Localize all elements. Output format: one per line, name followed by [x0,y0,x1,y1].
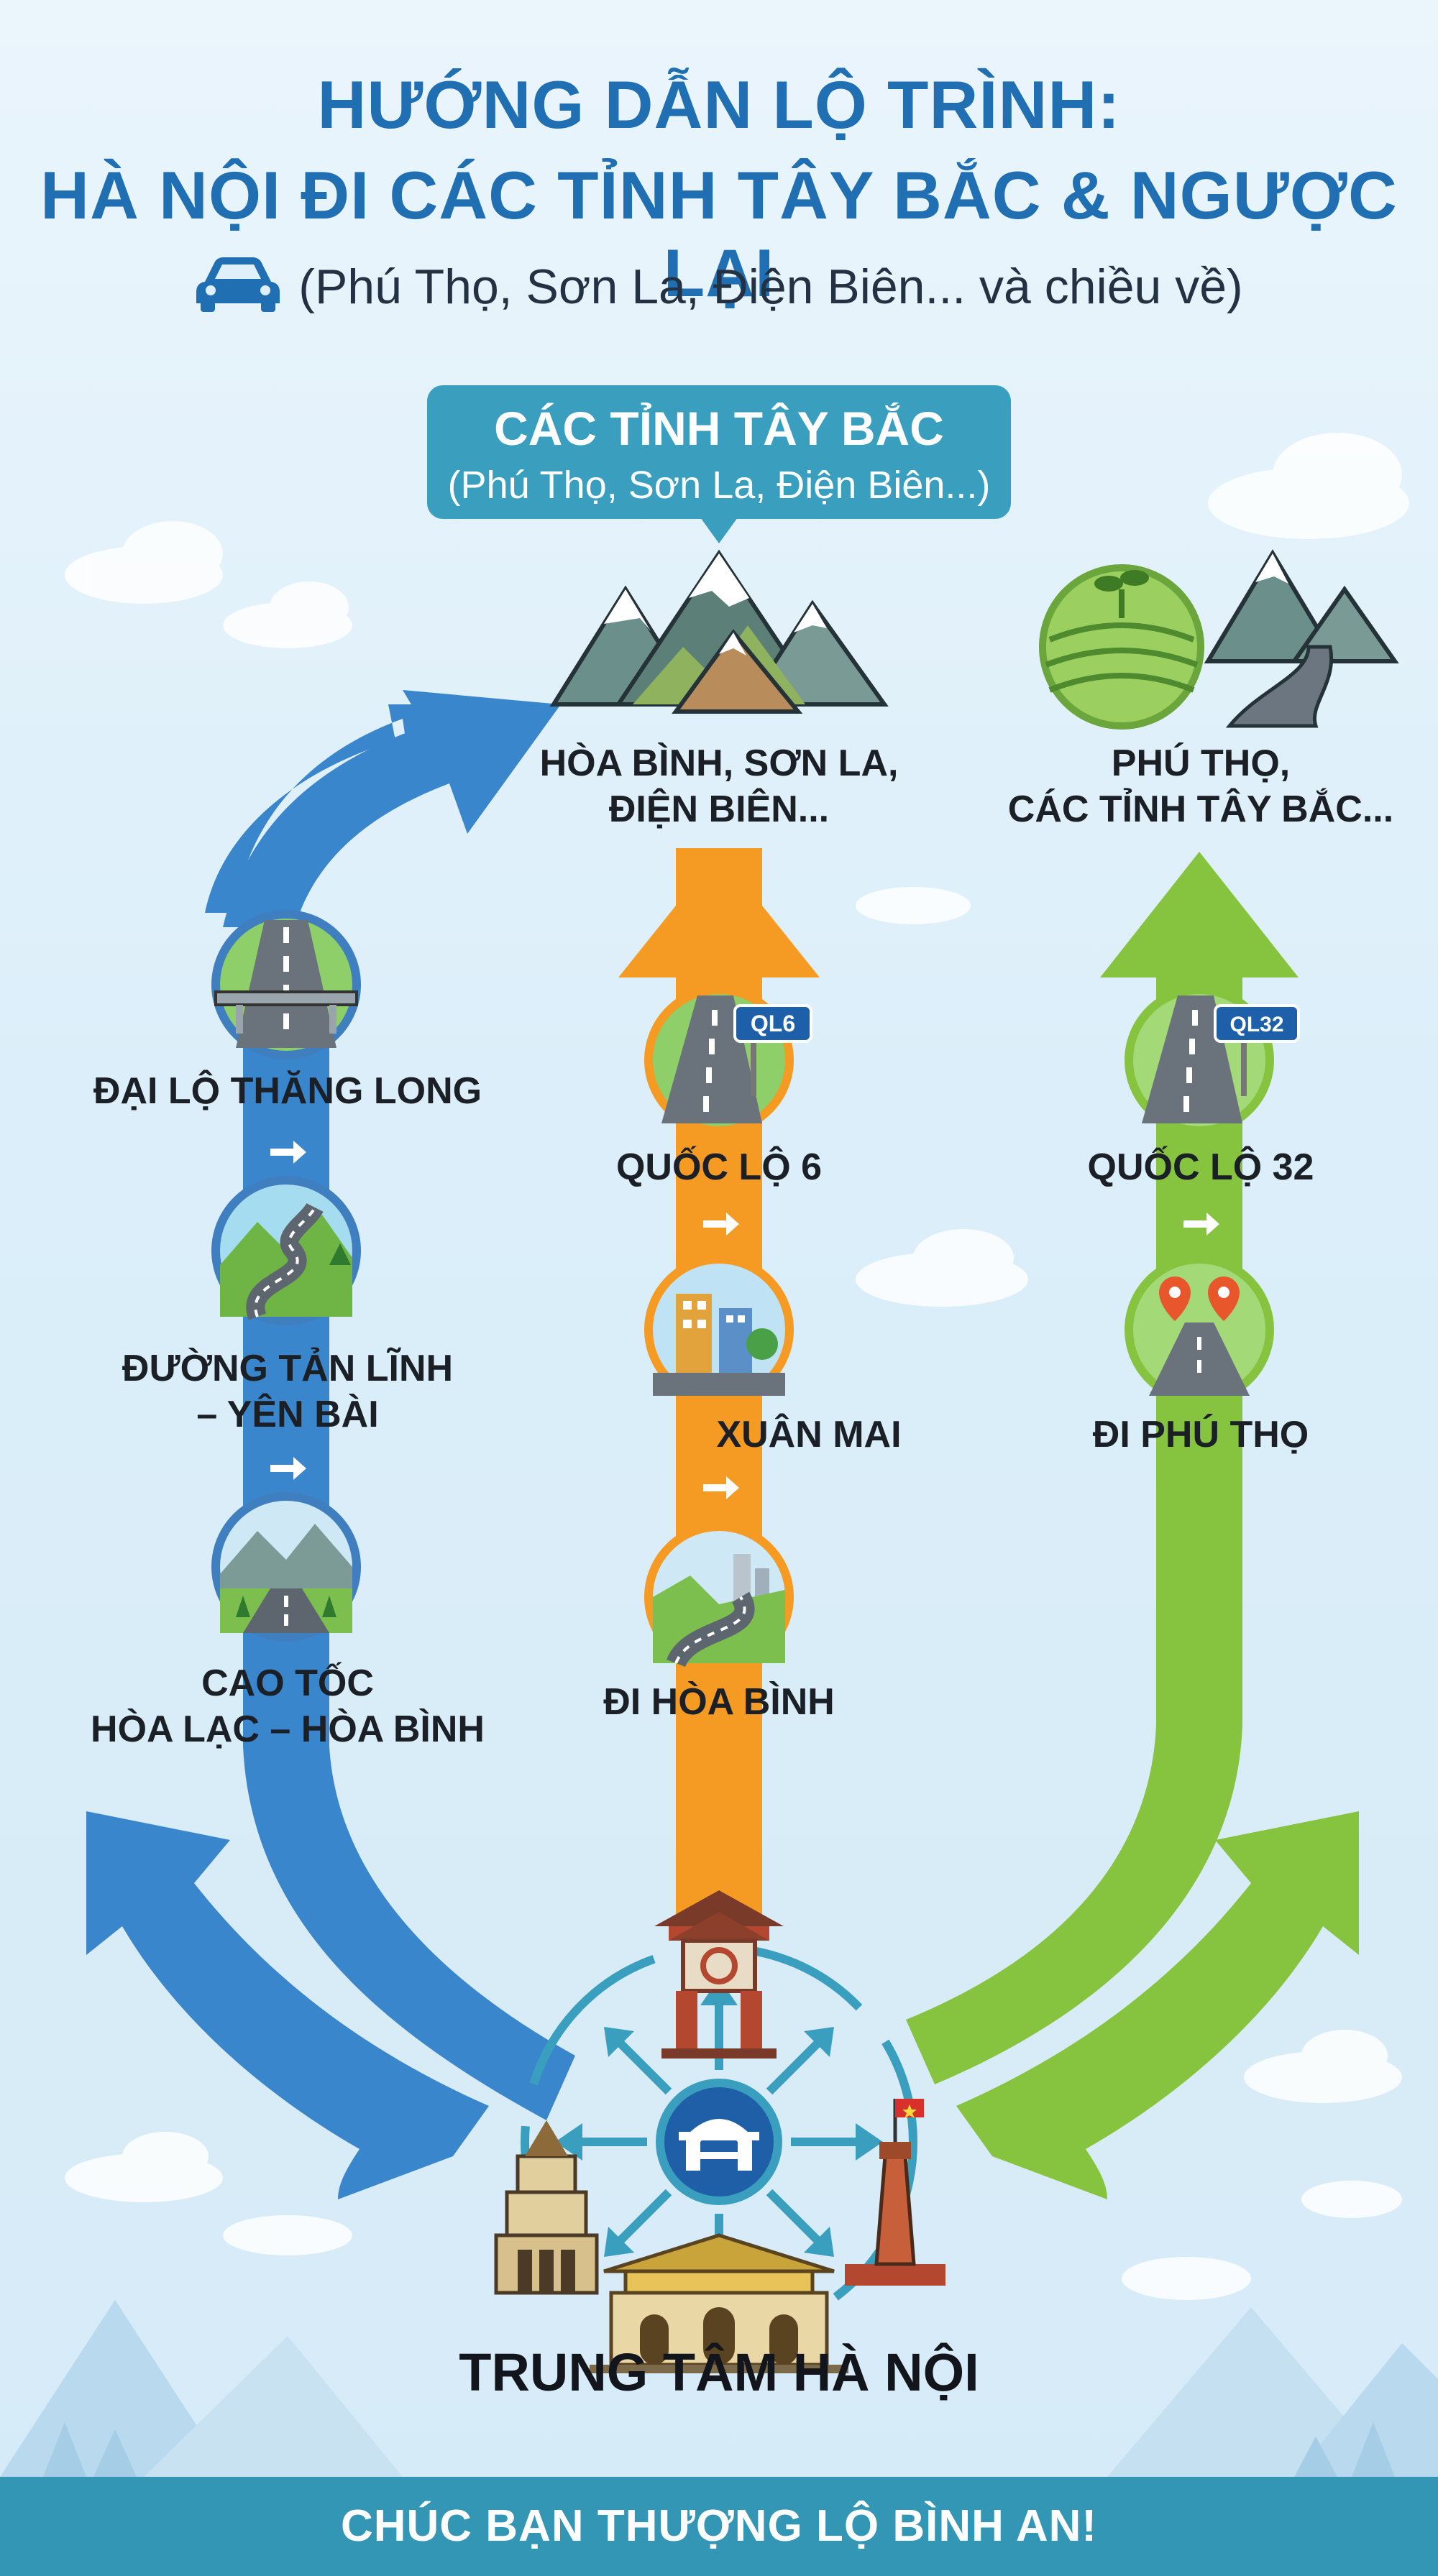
overpass-highway-icon [211,910,361,1059]
valley-road-icon [644,1522,794,1672]
mountain-highway-icon [211,1492,361,1642]
winding-road-icon [211,1176,361,1325]
bottom-mountains-decoration [0,2300,1438,2477]
road-sign-icon: QL32 [1125,985,1300,1135]
step-icons: QL6 [211,910,1300,1672]
farmland-road-icon [1039,549,1399,730]
town-icon [644,1255,794,1404]
khue-van-cac-landmark-icon [654,1890,784,2058]
imperial-citadel-landmark-icon [590,2233,848,2373]
middle-step-label: XUÂN MAI [716,1414,902,1455]
right-step-label: ĐI PHÚ THỌ [1092,1414,1309,1455]
page-title-line1: HƯỚNG DẪN LỘ TRÌNH: [317,67,1121,142]
right-step-label: QUỐC LỘ 32 [1087,1146,1314,1188]
page-subtitle: (Phú Thọ, Sơn La, Điện Biên... và chiều … [0,253,1438,315]
hanoi-center-label: TRUNG TÂM HÀ NỘI [459,2342,979,2402]
step-arrows [270,1141,1219,1499]
flag-tower-landmark-icon [845,2099,945,2286]
right-destination-label: PHÚ THỌ, CÁC TỈNH TÂY BẮC... [1007,742,1394,830]
left-route-arrow [86,690,575,2199]
left-step-label: ĐẠI LỘ THĂNG LONG [93,1070,482,1112]
middle-destination-label: HÒA BÌNH, SƠN LA, ĐIỆN BIÊN... [539,742,899,830]
mountains-icon [549,549,889,714]
hanoi-emblem-icon [656,2079,782,2205]
left-step-label: ĐƯỜNG TẢN LĨNH – YÊN BÀI [122,1348,454,1435]
pagoda-tower-landmark-icon [494,2120,599,2295]
destination-callout: CÁC TỈNH TÂY BẮC (Phú Thọ, Sơn La, Điện … [427,385,1011,543]
destination-title: CÁC TỈNH TÂY BẮC [494,402,944,455]
left-step-label: CAO TỐC HÒA LẠC – HÒA BÌNH [91,1662,485,1750]
ql6-sign-text: QL6 [751,1011,795,1036]
page-title-line2: HÀ NỘI ĐI CÁC TỈNH TÂY BẮC & NGƯỢC LẠI [40,157,1398,310]
middle-step-label: QUỐC LỘ 6 [615,1146,823,1188]
road-sign-icon: QL6 [644,985,812,1135]
footer-banner: CHÚC BẠN THƯỢNG LỘ BÌNH AN! [0,2477,1438,2576]
clouds-decoration [65,433,1409,2300]
page-subtitle-text: (Phú Thọ, Sơn La, Điện Biên... và chiều … [298,259,1243,314]
footer-text: CHÚC BẠN THƯỢNG LỘ BÌNH AN! [340,2501,1098,2551]
destination-subtitle: (Phú Thọ, Sơn La, Điện Biên...) [447,464,991,507]
map-pin-road-icon [1125,1255,1274,1404]
ql32-sign-text: QL32 [1229,1013,1283,1036]
middle-step-label: ĐI HÒA BÌNH [603,1681,835,1723]
car-icon [196,257,280,312]
